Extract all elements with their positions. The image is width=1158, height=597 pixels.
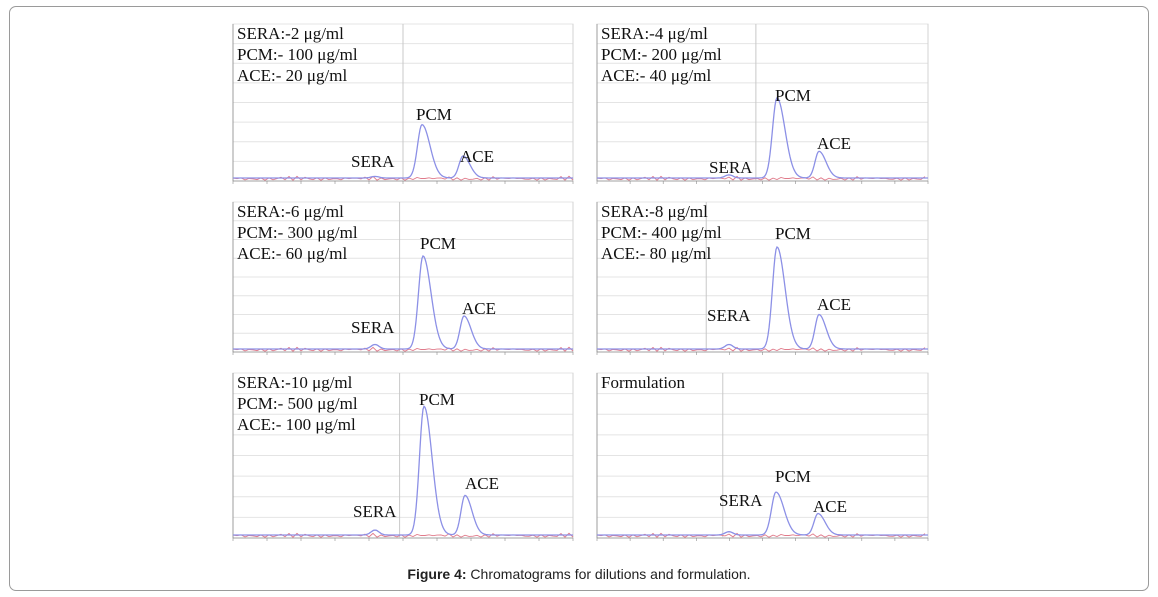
chromatogram-plot (232, 201, 574, 355)
peak-label-sera: SERA (707, 306, 751, 325)
panel-info-line: ACE:- 40 μg/ml (601, 66, 712, 85)
peak-label-sera: SERA (709, 158, 753, 177)
chromatogram-plot (596, 23, 929, 184)
chromatogram-trace (233, 405, 573, 536)
peak-label-sera: SERA (351, 318, 395, 337)
peak-label-pcm: PCM (420, 234, 456, 253)
peak-label-ace: ACE (817, 134, 851, 153)
panel-info-line: SERA:-4 μg/ml (601, 24, 708, 43)
caption-text: Chromatograms for dilutions and formulat… (466, 566, 751, 582)
chromatogram-plot (596, 201, 929, 355)
chromatogram-plot (232, 23, 574, 184)
panel-info-line: PCM:- 300 μg/ml (237, 223, 358, 242)
panel-info-line: SERA:-2 μg/ml (237, 24, 344, 43)
panel-info-line: ACE:- 60 μg/ml (237, 244, 348, 263)
chromatogram-trace (233, 123, 573, 179)
panel-info-line: SERA:-10 μg/ml (237, 373, 353, 392)
panel-info-line: SERA:-8 μg/ml (601, 202, 708, 221)
caption-label: Figure 4: (407, 566, 467, 582)
panel-info-line: PCM:- 500 μg/ml (237, 394, 358, 413)
peak-label-pcm: PCM (416, 105, 452, 124)
panel-info-line: ACE:- 100 μg/ml (237, 415, 356, 434)
chromatogram-trace (233, 255, 573, 350)
peak-label-pcm: PCM (775, 224, 811, 243)
chromatogram-trace (597, 96, 928, 179)
figure-frame (9, 6, 1149, 591)
panel-info-line: ACE:- 20 μg/ml (237, 66, 348, 85)
chromatogram-plot (232, 372, 574, 541)
peak-label-pcm: PCM (775, 467, 811, 486)
peak-label-ace: ACE (813, 497, 847, 516)
peak-label-ace: ACE (460, 147, 494, 166)
peak-label-sera: SERA (351, 152, 395, 171)
peak-label-ace: ACE (465, 474, 499, 493)
panel-info-line: ACE:- 80 μg/ml (601, 244, 712, 263)
chromatogram-trace (597, 491, 928, 536)
panel-info-line: PCM:- 200 μg/ml (601, 45, 722, 64)
panel-info-line: Formulation (601, 373, 686, 392)
peak-label-pcm: PCM (419, 390, 455, 409)
peak-label-ace: ACE (462, 299, 496, 318)
panel-info-line: PCM:- 100 μg/ml (237, 45, 358, 64)
panel-info-line: PCM:- 400 μg/ml (601, 223, 722, 242)
chromatogram-trace (597, 245, 928, 350)
panel-info-line: SERA:-6 μg/ml (237, 202, 344, 221)
chromatogram-plot (596, 372, 929, 541)
peak-label-pcm: PCM (775, 86, 811, 105)
peak-label-sera: SERA (353, 502, 397, 521)
figure-caption: Figure 4: Chromatograms for dilutions an… (0, 566, 1158, 582)
peak-label-ace: ACE (817, 295, 851, 314)
peak-label-sera: SERA (719, 491, 763, 510)
